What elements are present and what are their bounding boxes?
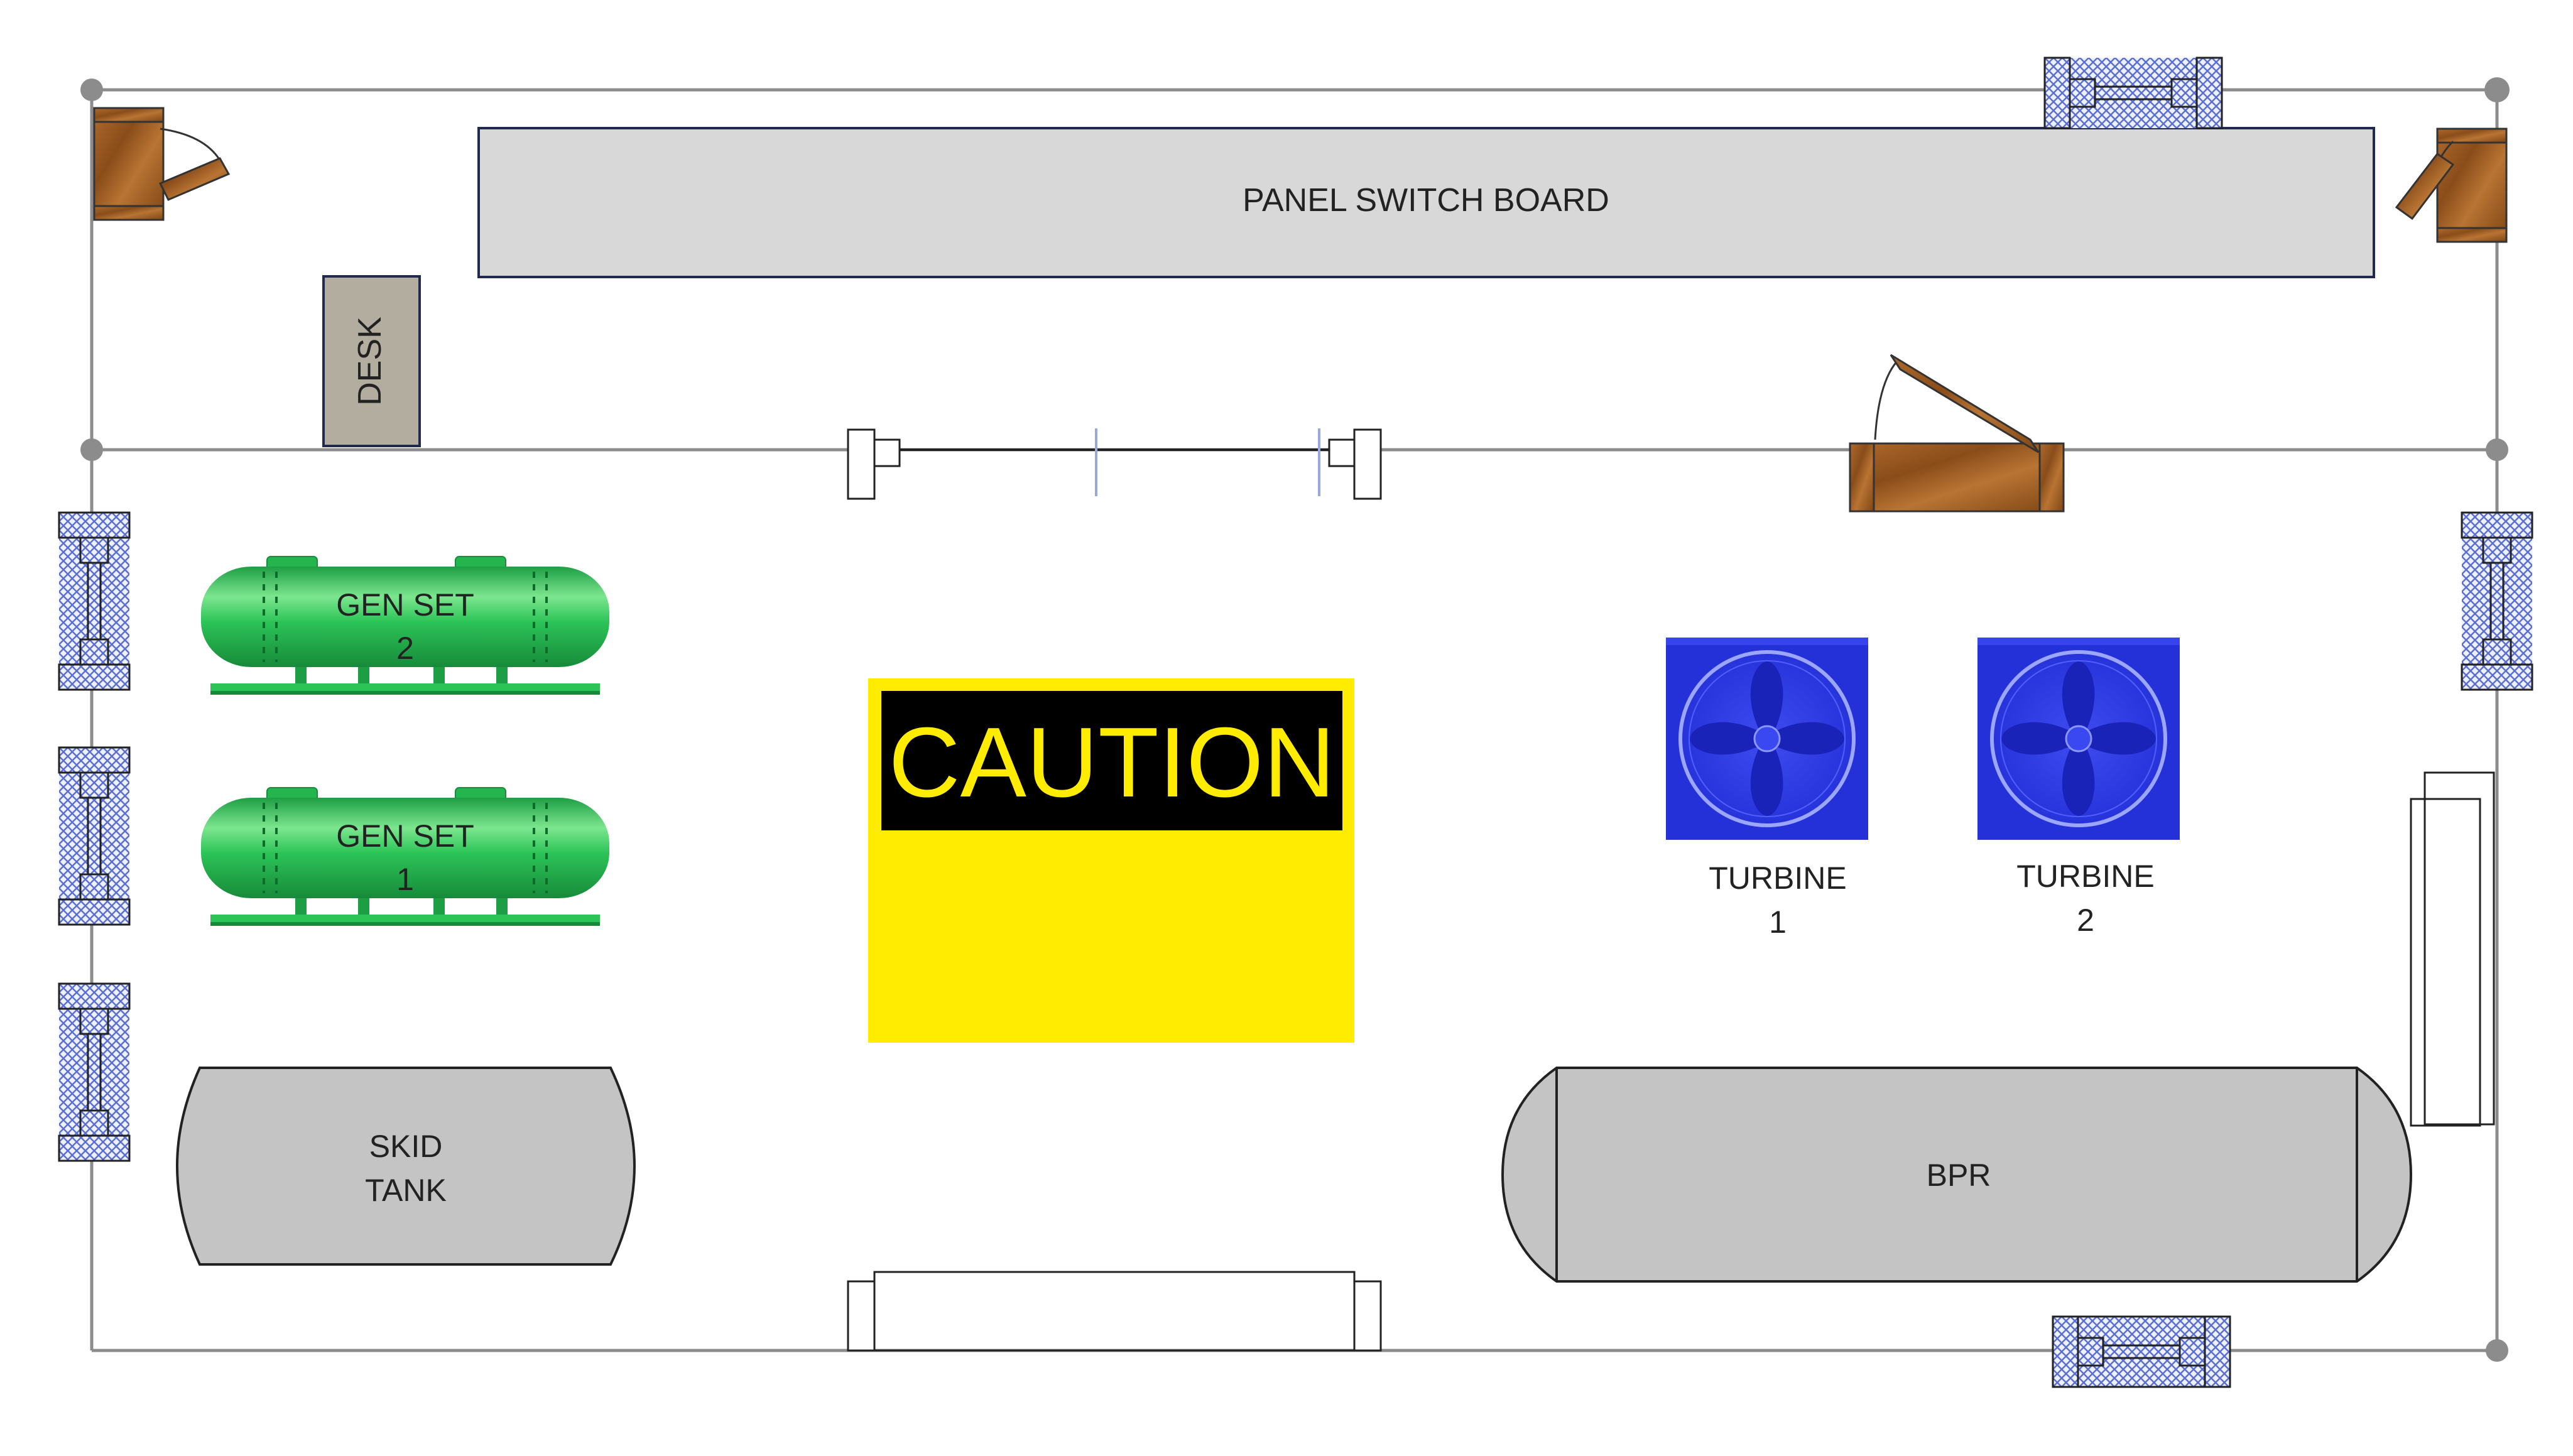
gen-set-1-label: GEN SET (336, 818, 474, 854)
gen-set-1[interactable]: GEN SET 1 (200, 786, 611, 927)
tank-icon (175, 1067, 636, 1266)
window-bottom-frame (2052, 1315, 2231, 1388)
fan-icon (1666, 638, 1868, 840)
desk-label: DESK (352, 317, 388, 406)
gen-set-2-number: 2 (396, 631, 414, 666)
window-icon[interactable] (58, 982, 131, 1162)
window-icon[interactable] (2052, 1315, 2231, 1388)
turbine-2-number: 2 (2077, 903, 2094, 938)
turbine-1-number: 1 (1769, 905, 1787, 940)
door-icon[interactable] (1849, 354, 2065, 513)
turbine-1-label: TURBINE (1709, 861, 1846, 896)
turbine-1[interactable]: TURBINE 1 (1666, 638, 1868, 940)
door-icon[interactable] (2395, 128, 2508, 243)
sliding-door-interior[interactable] (847, 428, 1382, 500)
skid-tank-label: SKID (369, 1129, 443, 1164)
sliding-door-bottom[interactable] (847, 1271, 1382, 1352)
door-icon[interactable] (93, 107, 231, 221)
window-icon[interactable] (58, 511, 131, 691)
turbine-2-label: TURBINE (2016, 859, 2154, 894)
right-wall-door-frame[interactable] (2410, 771, 2495, 1127)
gen-set-1-number: 1 (396, 862, 414, 897)
bpr-label: BPR (1927, 1158, 1991, 1193)
fan-icon (1977, 638, 2180, 840)
skid-tank-label-2: TANK (365, 1173, 447, 1208)
window-icon[interactable] (2043, 57, 2223, 129)
bpr-tank[interactable]: BPR (1501, 1067, 2413, 1283)
gen-set-2[interactable]: GEN SET 2 (200, 555, 611, 696)
turbine-2[interactable]: TURBINE 2 (1977, 638, 2180, 938)
panel-switch-board[interactable]: PANEL SWITCH BOARD (477, 127, 2375, 278)
gen-set-2-label: GEN SET (336, 587, 474, 622)
skid-tank[interactable]: SKID TANK (175, 1067, 636, 1266)
caution-label: CAUTION (889, 707, 1335, 818)
caution-sign: CAUTION (868, 678, 1354, 1043)
gen-set-icon (200, 786, 611, 927)
panel-switch-board-label: PANEL SWITCH BOARD (1243, 182, 1609, 219)
window-icon[interactable] (2461, 511, 2533, 691)
window-icon[interactable] (58, 746, 131, 926)
desk[interactable]: DESK (322, 275, 421, 447)
wall-corner-markers (80, 77, 2510, 1362)
gen-set-icon (200, 555, 611, 696)
